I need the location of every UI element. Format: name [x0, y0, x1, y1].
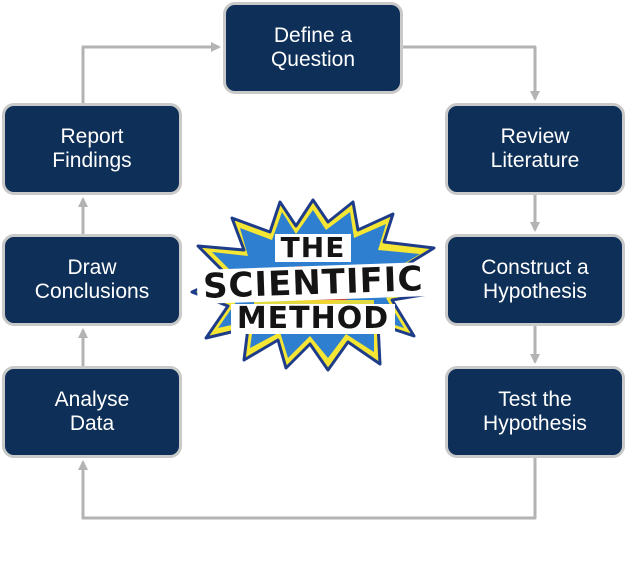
step-define-a-question: Define a Question — [223, 2, 403, 94]
scientific-method-title: THE SCIENTIFIC METHOD — [188, 196, 438, 372]
step-analyse-data: Analyse Data — [2, 366, 182, 458]
arrow-define-to-review — [403, 45, 540, 101]
title-line-method: METHOD — [230, 304, 396, 334]
step-construct-a-hypothesis: Construct a Hypothesis — [445, 234, 625, 326]
step-draw-conclusions: Draw Conclusions — [2, 234, 182, 326]
step-report-findings: Report Findings — [2, 103, 182, 195]
step-test-the-hypothesis: Test the Hypothesis — [445, 366, 625, 458]
title-line-the: THE — [274, 234, 352, 262]
arrow-report-to-define — [81, 42, 221, 103]
title-line-scientific: SCIENTIFIC — [196, 259, 430, 307]
step-review-literature: Review Literature — [445, 103, 625, 195]
arrow-test-to-analyse — [78, 458, 537, 520]
